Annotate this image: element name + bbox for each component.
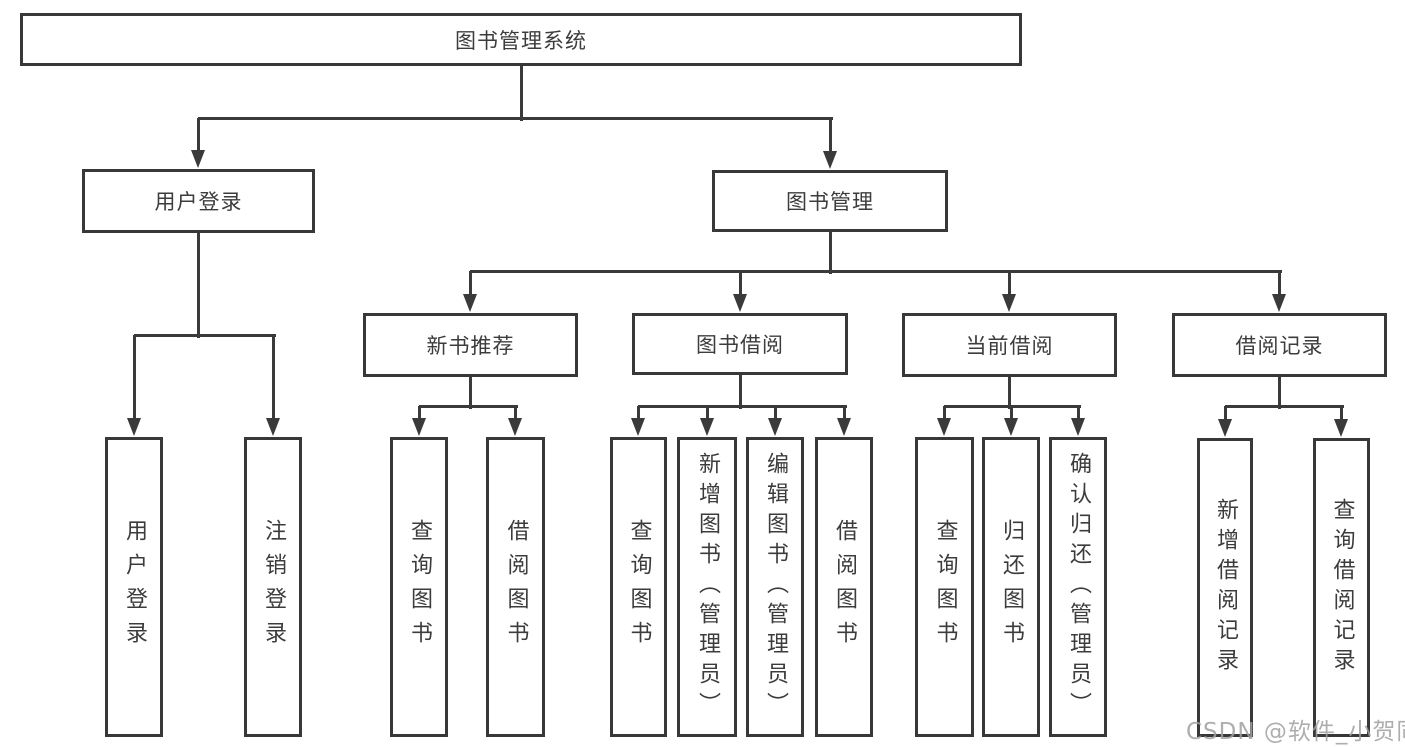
- connector-arrow-shaft: [1340, 406, 1343, 421]
- node-label-edit-books-admin: 编辑图书（管理员）: [763, 452, 788, 722]
- node-label-book-management: 图书管理: [786, 190, 874, 214]
- arrow-head: [1272, 294, 1286, 312]
- connector-arrow-shaft: [637, 406, 640, 420]
- arrow-head: [412, 418, 426, 436]
- connector-arrow-shaft: [1278, 271, 1281, 296]
- node-query-borrowing-record: 查询借阅记录: [1313, 438, 1370, 737]
- node-edit-books-admin: 编辑图书（管理员）: [746, 437, 804, 737]
- connector-line: [1008, 377, 1011, 409]
- arrow-head: [463, 294, 477, 312]
- node-add-books-admin: 新增图书（管理员）: [677, 437, 737, 737]
- node-label-query-borrowing-record: 查询借阅记录: [1329, 497, 1355, 678]
- node-label-confirm-return-admin: 确认归还（管理员）: [1066, 452, 1091, 722]
- connector-arrow-shaft: [197, 118, 200, 152]
- csdn-watermark: CSDN @软件_小贺同学: [1186, 719, 1405, 745]
- connector-arrow-shaft: [774, 406, 777, 420]
- node-label-query-books-current: 查询图书: [932, 519, 958, 655]
- connector-arrow-shaft: [272, 335, 275, 420]
- node-label-current-borrowing: 当前借阅: [965, 334, 1054, 358]
- node-current-borrowing: 当前借阅: [902, 313, 1117, 377]
- connector-line: [638, 405, 847, 408]
- connector-arrow-shaft: [1008, 271, 1011, 296]
- node-query-books-borrowing: 查询图书: [610, 437, 667, 737]
- arrow-head: [700, 418, 714, 436]
- node-label-borrow-books-recommend: 借阅图书: [503, 519, 529, 655]
- connector-line: [198, 117, 833, 120]
- node-return-books: 归还图书: [982, 437, 1040, 737]
- arrow-head: [837, 418, 851, 436]
- node-label-root: 图书管理系统: [455, 28, 587, 53]
- node-label-new-book-recommendation: 新书推荐: [426, 334, 515, 358]
- node-borrow-books-borrowing: 借阅图书: [815, 437, 873, 737]
- node-query-books-recommend: 查询图书: [390, 437, 448, 737]
- arrow-head: [1218, 419, 1232, 437]
- node-user-login: 用户登录: [82, 169, 315, 233]
- arrow-head: [127, 418, 141, 436]
- node-label-book-borrowing: 图书借阅: [696, 333, 784, 357]
- connector-arrow-shaft: [514, 406, 517, 420]
- node-book-borrowing: 图书借阅: [632, 313, 848, 375]
- connector-line: [469, 377, 472, 409]
- connector-arrow-shaft: [469, 271, 472, 296]
- node-label-user-login: 用户登录: [154, 190, 243, 214]
- connector-line: [134, 334, 276, 337]
- node-logout-action: 注销登录: [244, 437, 302, 737]
- connector-arrow-shaft: [418, 406, 421, 420]
- connector-line: [739, 375, 742, 409]
- connector-line: [1225, 405, 1344, 408]
- arrow-head: [823, 151, 837, 169]
- node-book-management: 图书管理: [712, 170, 948, 232]
- arrow-head: [1004, 418, 1018, 436]
- node-confirm-return-admin: 确认归还（管理员）: [1049, 437, 1107, 737]
- arrow-head: [733, 294, 747, 312]
- node-new-book-recommendation: 新书推荐: [363, 313, 578, 377]
- node-root: 图书管理系统: [20, 13, 1022, 66]
- node-query-books-current: 查询图书: [915, 437, 974, 737]
- arrow-head: [1002, 294, 1016, 312]
- node-label-query-books-borrowing: 查询图书: [626, 519, 652, 655]
- connector-arrow-shaft: [706, 406, 709, 420]
- connector-arrow-shaft: [133, 335, 136, 420]
- arrow-head: [631, 418, 645, 436]
- connector-line: [197, 233, 200, 338]
- connector-line: [470, 270, 1282, 273]
- arrow-head: [937, 418, 951, 436]
- arrow-head: [768, 418, 782, 436]
- arrow-head: [191, 150, 205, 168]
- node-add-borrowing-record: 新增借阅记录: [1197, 438, 1253, 737]
- connector-arrow-shaft: [1077, 406, 1080, 420]
- connector-arrow-shaft: [1010, 406, 1013, 420]
- node-label-add-books-admin: 新增图书（管理员）: [695, 452, 720, 722]
- arrow-head: [1071, 418, 1085, 436]
- arrow-head: [508, 418, 522, 436]
- node-label-borrow-books-borrowing: 借阅图书: [832, 519, 857, 655]
- connector-arrow-shaft: [843, 406, 846, 420]
- connector-arrow-shaft: [943, 406, 946, 420]
- connector-line: [829, 232, 832, 274]
- node-label-query-books-recommend: 查询图书: [407, 519, 432, 655]
- node-borrow-books-recommend: 借阅图书: [486, 437, 545, 737]
- connector-line: [419, 405, 518, 408]
- node-label-return-books: 归还图书: [999, 519, 1024, 655]
- node-user-login-action: 用户登录: [105, 437, 163, 737]
- node-label-borrowing-records: 借阅记录: [1235, 334, 1324, 358]
- connector-arrow-shaft: [739, 271, 742, 296]
- node-label-logout-action: 注销登录: [261, 519, 286, 655]
- node-label-user-login-action: 用户登录: [122, 519, 147, 655]
- node-borrowing-records: 借阅记录: [1172, 313, 1387, 377]
- connector-line: [520, 66, 523, 121]
- arrow-head: [1334, 419, 1348, 437]
- arrow-head: [266, 418, 280, 436]
- connector-line: [1278, 377, 1281, 409]
- connector-arrow-shaft: [1224, 406, 1227, 421]
- node-label-add-borrowing-record: 新增借阅记录: [1213, 497, 1238, 678]
- connector-arrow-shaft: [829, 118, 832, 153]
